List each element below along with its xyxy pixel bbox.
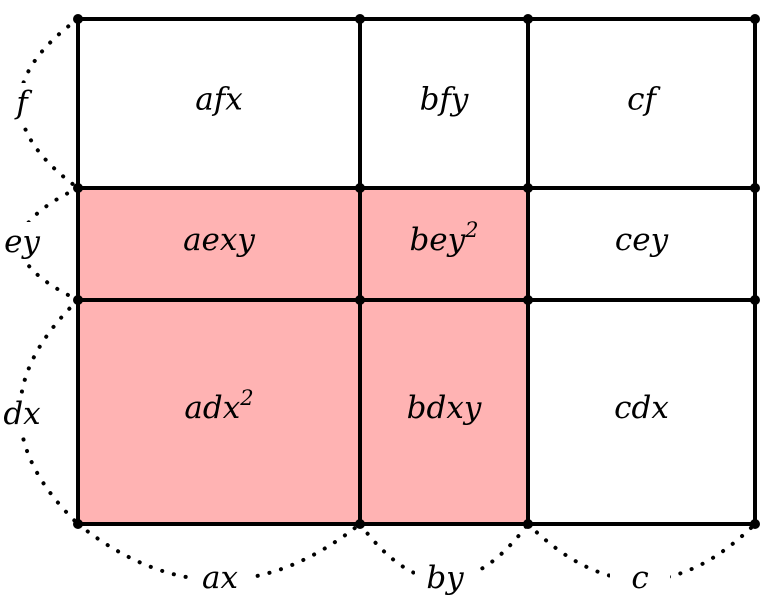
label-text: by — [426, 560, 464, 596]
product-cell-label: adx2 — [184, 386, 253, 426]
label-text: ey — [4, 224, 40, 260]
grid-vertex — [523, 295, 533, 305]
exponent: 2 — [464, 218, 478, 242]
label-background — [415, 558, 475, 598]
label-background — [0, 394, 52, 434]
label-text: ax — [202, 560, 238, 596]
grid-vertex — [73, 295, 83, 305]
label-text: bfy — [420, 82, 469, 118]
product-cell-label: cey — [615, 222, 669, 258]
label-text: adx — [184, 390, 240, 426]
highlighted-cell-fill — [360, 188, 528, 300]
label-text: cf — [627, 82, 661, 118]
grid-vertex — [750, 519, 760, 529]
grid-vertex — [750, 295, 760, 305]
product-cell-label: cdx — [614, 390, 669, 426]
product-cell-label: bey2 — [409, 218, 478, 258]
label-text: bey — [409, 222, 465, 258]
highlighted-cell-fill — [360, 300, 528, 524]
column-factor-label: ax — [202, 560, 238, 596]
row-factor-label: dx — [3, 396, 41, 432]
product-cell-label: bfy — [420, 82, 469, 118]
product-cell-label: cf — [627, 82, 661, 118]
label-text: c — [631, 560, 648, 596]
label-background — [190, 558, 250, 598]
column-brace — [526, 522, 757, 582]
grid-vertex — [355, 183, 365, 193]
highlighted-cell-fill — [78, 300, 360, 524]
label-text: aexy — [183, 222, 255, 258]
label-text: afx — [195, 82, 243, 118]
grid-vertex — [523, 519, 533, 529]
row-factor-label: ey — [4, 224, 40, 260]
product-cell-label: aexy — [183, 222, 255, 258]
grid-vertex — [73, 183, 83, 193]
label-text: cdx — [614, 390, 669, 426]
highlighted-cell-fill — [78, 188, 360, 300]
exponent: 2 — [239, 386, 253, 410]
grid-vertex — [523, 183, 533, 193]
grid-vertex — [355, 14, 365, 24]
label-text: cey — [615, 222, 669, 258]
product-cell-label: afx — [195, 82, 243, 118]
label-text: dx — [3, 396, 41, 432]
grid-vertex — [73, 519, 83, 529]
column-brace — [76, 522, 362, 582]
label-background — [0, 83, 52, 123]
grid-vertex — [355, 519, 365, 529]
label-background — [610, 558, 670, 598]
grid-vertex — [750, 14, 760, 24]
product-cell-label: bdxy — [407, 390, 482, 426]
grid-vertex — [750, 183, 760, 193]
column-factor-label: c — [631, 560, 648, 596]
grid-vertex — [73, 14, 83, 24]
grid-vertex — [355, 295, 365, 305]
column-factor-label: by — [426, 560, 464, 596]
label-text: bdxy — [407, 390, 482, 426]
label-background — [0, 222, 52, 262]
grid-vertex — [523, 14, 533, 24]
